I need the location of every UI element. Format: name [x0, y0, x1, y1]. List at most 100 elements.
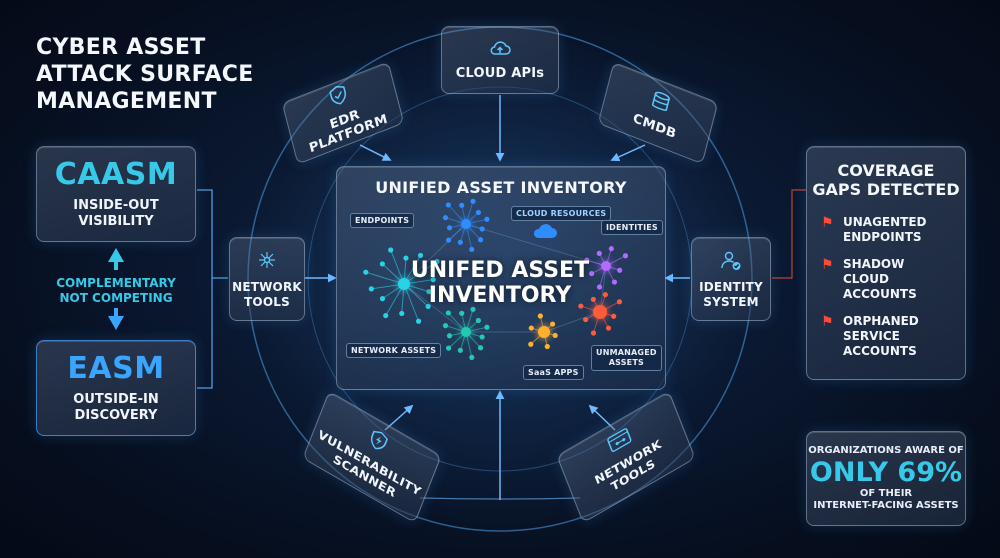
endpoints-cluster-node — [379, 296, 386, 302]
shield-check-icon — [327, 82, 350, 110]
cloud-upload-icon — [489, 39, 511, 60]
flag-icon: ⚑ — [821, 215, 834, 231]
network-tools-left-node: NETWORK TOOLS — [229, 237, 305, 321]
coverage-item-text: SHADOW CLOUD ACCOUNTS — [843, 257, 917, 301]
unmanaged-cluster-node — [590, 330, 597, 336]
user-check-icon — [720, 249, 742, 274]
cloud-cluster-node — [442, 215, 449, 221]
endpoints-cluster-node — [363, 269, 369, 275]
saas-cluster-node — [544, 343, 550, 350]
network-hub-icon — [256, 249, 278, 274]
network-cluster-node — [475, 317, 481, 324]
endpoints-cluster-hub — [398, 278, 410, 290]
coverage-gaps-panel: COVERAGE GAPS DETECTED ⚑ UNAGENTED ENDPO… — [806, 146, 966, 380]
unmanaged-cluster-hub — [593, 305, 607, 319]
identities-cluster-node — [622, 253, 629, 259]
endpoints-cluster-node — [403, 255, 409, 261]
database-icon — [649, 89, 672, 117]
network-cluster-node — [445, 310, 451, 316]
easm-description: OUTSIDE-IN DISCOVERY — [73, 392, 159, 423]
tag-cloud-resources: CLOUD RESOURCES — [511, 206, 612, 221]
identities-cluster-node — [584, 257, 590, 263]
cloud-cluster-node — [477, 237, 484, 243]
cloud-cluster-node — [470, 198, 476, 204]
network-cluster-node — [442, 323, 449, 329]
network-cluster-node — [477, 345, 484, 351]
coverage-item-text: ORPHANED SERVICE ACCOUNTS — [843, 314, 919, 358]
coverage-item: ⚑ UNAGENTED ENDPOINTS — [821, 215, 951, 245]
cloud-cluster-node — [484, 216, 490, 222]
saas-cluster-node — [528, 325, 534, 331]
coverage-item: ⚑ SHADOW CLOUD ACCOUNTS — [821, 257, 951, 302]
endpoints-cluster-node — [415, 318, 422, 324]
endpoints-cluster-node — [425, 303, 431, 310]
network-cluster — [442, 306, 490, 360]
inventory-center-label: UNIFED ASSET INVENTORY — [410, 258, 590, 308]
cmdb-label: CMDB — [631, 111, 678, 142]
network-browser-icon — [606, 426, 634, 456]
saas-cluster-node — [537, 313, 543, 319]
network-cluster-node — [479, 334, 485, 340]
cloud-cluster-node — [445, 202, 451, 208]
endpoints-cluster-node — [383, 312, 389, 319]
coverage-item: ⚑ ORPHANED SERVICE ACCOUNTS — [821, 314, 951, 359]
easm-card: EASM OUTSIDE-IN DISCOVERY — [36, 340, 196, 436]
network-tools-left-label: NETWORK TOOLS — [232, 279, 302, 309]
network-cluster-node — [445, 345, 452, 351]
identities-cluster-node — [617, 267, 623, 273]
identities-cluster-node — [611, 279, 618, 285]
asset-clusters — [363, 198, 629, 360]
cmdb-node: CMDB — [597, 61, 719, 165]
coverage-item-text: UNAGENTED ENDPOINTS — [843, 215, 927, 244]
saas-cluster — [528, 313, 558, 350]
cloud-cluster-node — [459, 202, 465, 208]
inventory-header: UNIFIED ASSET INVENTORY — [375, 178, 627, 197]
endpoints-cluster-node — [379, 261, 385, 267]
network-cluster-node — [469, 354, 475, 360]
caasm-acronym: CAASM — [54, 157, 178, 192]
endpoints-cluster-node — [430, 277, 436, 283]
complementary-label: COMPLEMENTARY NOT COMPETING — [56, 276, 176, 305]
unmanaged-cluster-node — [616, 299, 623, 305]
unmanaged-cluster — [578, 292, 623, 336]
endpoints-cluster-node — [426, 289, 432, 295]
saas-cluster-hub — [538, 326, 550, 338]
cloud-cluster-node — [446, 225, 453, 231]
identities-cluster-node — [596, 250, 602, 256]
endpoints-cluster-node — [388, 247, 394, 253]
endpoints-cluster-node — [368, 286, 374, 292]
stat-panel: ORGANIZATIONS AWARE OF ONLY 69% OF THEIR… — [806, 431, 966, 526]
identities-cluster-node — [608, 246, 614, 252]
cloud-cluster-node — [457, 239, 463, 245]
network-cluster-node — [470, 306, 476, 312]
identities-cluster-node — [589, 270, 595, 277]
cluster-link — [403, 283, 467, 333]
network-cluster-node — [484, 324, 490, 330]
identities-cluster-node — [596, 284, 603, 290]
network-tools-bottom-node: NETWORK TOOLS — [556, 390, 696, 524]
saas-cluster-node — [549, 321, 556, 327]
shield-bolt-icon — [366, 427, 391, 457]
cloud-cluster-node — [479, 226, 485, 232]
network-cluster-node — [446, 333, 453, 339]
endpoints-cluster-node — [434, 258, 440, 265]
identity-system-node: IDENTITY SYSTEM — [691, 237, 771, 321]
unmanaged-cluster-node — [611, 313, 617, 319]
unmanaged-cluster-node — [605, 325, 612, 331]
stat-line2: OF THEIR INTERNET-FACING ASSETS — [813, 488, 959, 511]
identities-cluster — [584, 246, 629, 290]
page-title: CYBER ASSET ATTACK SURFACE MANAGEMENT — [36, 35, 254, 114]
flag-icon: ⚑ — [821, 257, 834, 273]
cloud-apis-node: CLOUD APIs — [441, 26, 559, 94]
saas-cluster-node — [528, 341, 534, 347]
tag-unmanaged-assets: UNMANAGED ASSETS — [591, 345, 662, 371]
network-cluster-node — [457, 347, 463, 353]
tag-endpoints: ENDPOINTS — [350, 213, 415, 228]
cloud-apis-label: CLOUD APIs — [455, 66, 545, 81]
endpoints-cluster-node — [399, 310, 405, 317]
flag-icon: ⚑ — [821, 314, 834, 330]
cloud-cluster-hub — [461, 219, 471, 229]
cloud-cluster-node — [475, 209, 481, 216]
network-cluster-hub — [461, 327, 471, 337]
cloud-cluster-node — [445, 237, 452, 243]
